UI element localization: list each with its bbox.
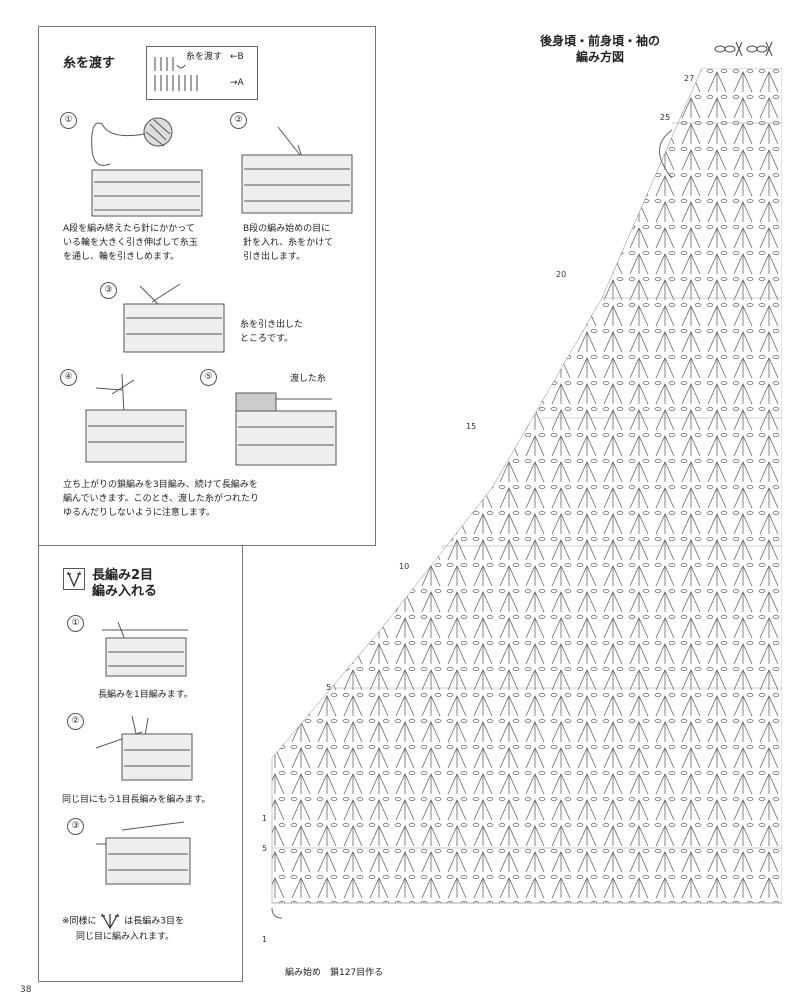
step-5-number: ⑤ [200, 369, 217, 386]
step-2-number: ② [230, 112, 247, 129]
dc-step-1-number: ① [67, 615, 84, 632]
row-number-5-top: 5 [326, 683, 332, 692]
step-3-illustration [123, 283, 225, 353]
row-number-25: 25 [660, 113, 671, 122]
chart-footer: 編み始め 鎖127目作る [285, 968, 384, 978]
step-4-number: ④ [60, 369, 77, 386]
step-1-text: A段を編み終えたら針にかかって いる輪を大きく引き伸ばして糸玉 を通し、輪を引き… [63, 224, 198, 262]
pass-yarn-heading: 糸を渡す [63, 56, 116, 71]
step-3-number: ③ [100, 282, 117, 299]
step-2-text: B段の編み始めの目に 針を入れ、糸をかけて 引き出します。 [243, 224, 334, 262]
step-1-number: ① [60, 112, 77, 129]
row-number-20: 20 [556, 270, 567, 279]
dc-step-2-illustration [95, 715, 193, 781]
motif-symbol-icon [714, 41, 773, 57]
step-4-illustration [85, 373, 187, 463]
step-5-text: 渡した糸 [290, 374, 327, 384]
row-number-5: 5 [262, 844, 268, 853]
legend-box [146, 46, 258, 100]
step-1-illustration [91, 117, 203, 217]
dc-two-heading: 長編み2目 編み入れる [92, 568, 158, 599]
dc-step-1-text: 長編みを1目編みます。 [98, 690, 193, 700]
dc-step-1-illustration [102, 621, 188, 677]
row-number-15: 15 [466, 422, 477, 431]
dc-note: ※同様に は長編み3目を 同じ目に編み入れます。 [62, 912, 184, 944]
row-number-10: 10 [399, 562, 410, 571]
step-3-text: 糸を引き出した ところです。 [240, 320, 304, 344]
diagram-title: 後身頃・前身頃・袖の 編み方図 [540, 34, 661, 64]
dc-two-symbol-icon [63, 568, 85, 590]
dc-step-2-text: 同じ目にもう1目長編みを編みます。 [62, 795, 211, 805]
legend-symbols [154, 57, 198, 91]
dc-step-3-illustration [96, 821, 191, 885]
legend-arrow-a: →A [230, 78, 244, 88]
page-number: 38 [20, 985, 32, 995]
dc-step-2-number: ② [67, 713, 84, 730]
pass-yarn-note: 立ち上がりの鎖編みを3目編み、続けて長編みを 編んでいきます。このとき、渡した糸… [63, 480, 260, 518]
legend-arrow-b: ←B [230, 52, 244, 62]
dc-three-symbol-icon [101, 913, 120, 930]
dc-step-3-number: ③ [67, 818, 84, 835]
row-number-27: 27 [684, 74, 695, 83]
step-2-illustration [241, 126, 353, 214]
row-number-1-top: 1 [262, 814, 268, 823]
crochet-chart [271, 68, 782, 919]
legend-label: 糸を渡す [186, 52, 223, 62]
step-5-illustration [235, 392, 337, 466]
row-number-1: 1 [262, 935, 268, 944]
